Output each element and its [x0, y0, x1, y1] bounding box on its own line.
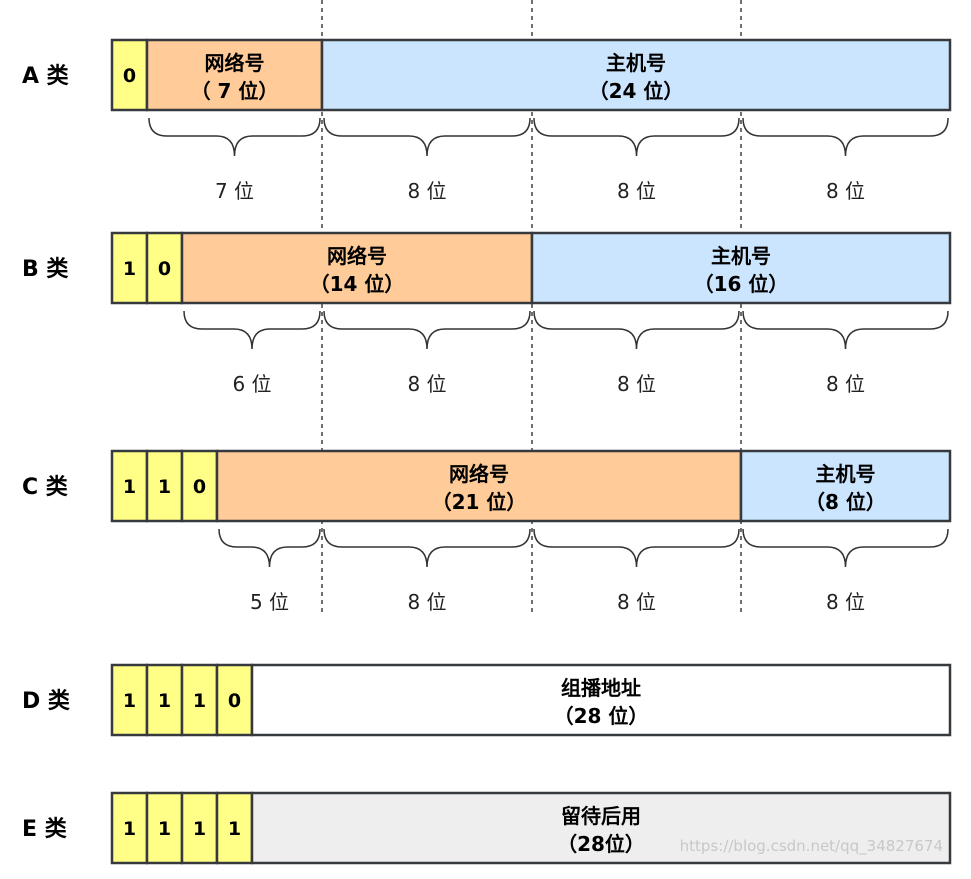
- network-field: [180, 231, 534, 305]
- byte-brace: [218, 528, 321, 568]
- prefix-bit-box: [180, 791, 219, 865]
- prefix-bit-box: [215, 663, 254, 737]
- prefix-bit-box: [145, 663, 184, 737]
- byte-brace: [742, 310, 949, 350]
- host-field: [320, 38, 952, 112]
- byte-width-label: 8 位: [826, 372, 865, 396]
- byte-dividers: [321, 0, 742, 612]
- byte-width-label: 5 位: [250, 590, 289, 614]
- byte-brace: [323, 528, 531, 568]
- watermark: https://blog.csdn.net/qq_34827674: [680, 837, 943, 856]
- prefix-bit-box: [145, 791, 184, 865]
- class-label: C 类: [22, 475, 69, 500]
- prefix-bit-value: 1: [158, 476, 171, 498]
- prefix-bit-value: 0: [228, 690, 241, 712]
- byte-width-label: 8 位: [407, 179, 446, 203]
- class-row-a: A 类 0 网络号 （ 7 位） 主机号 （24 位） 7 位 8 位 8 位 8 位: [22, 38, 952, 203]
- host-field: [530, 231, 952, 305]
- prefix-bit-box: [110, 791, 149, 865]
- byte-width-label: 8 位: [617, 590, 656, 614]
- prefix-bit-value: 1: [158, 690, 171, 712]
- byte-width-label: 8 位: [617, 372, 656, 396]
- host-field-title: 主机号: [816, 462, 876, 486]
- byte-width-label: 8 位: [826, 179, 865, 203]
- host-field-title: 主机号: [606, 51, 666, 75]
- prefix-bit-value: 1: [193, 690, 206, 712]
- class-label: E 类: [22, 817, 68, 842]
- network-field-bits: （14 位）: [310, 272, 405, 296]
- byte-brace: [148, 117, 321, 157]
- byte-brace: [323, 117, 531, 157]
- prefix-bit-value: 1: [123, 258, 136, 280]
- prefix-bit-value: 0: [158, 258, 171, 280]
- byte-brace: [742, 528, 949, 568]
- host-field: [739, 449, 952, 523]
- network-field-bits: （21 位）: [432, 490, 527, 514]
- reserved-field-bits: （28位）: [557, 832, 645, 856]
- byte-width-label: 8 位: [826, 590, 865, 614]
- byte-brace: [183, 310, 321, 350]
- byte-width-label: 8 位: [617, 179, 656, 203]
- prefix-bit-box: [180, 663, 219, 737]
- network-field-title: 网络号: [449, 462, 509, 486]
- network-field: [215, 449, 743, 523]
- prefix-bit-value: 1: [123, 476, 136, 498]
- network-field-title: 网络号: [205, 51, 265, 75]
- class-label: D 类: [22, 689, 71, 714]
- multicast-field: [250, 663, 952, 737]
- prefix-bit-value: 1: [123, 818, 136, 840]
- byte-width-label: 7 位: [215, 179, 254, 203]
- byte-width-label: 8 位: [407, 590, 446, 614]
- byte-width-label: 8 位: [407, 372, 446, 396]
- byte-brace: [742, 117, 949, 157]
- reserved-field-title: 留待后用: [561, 804, 641, 828]
- network-field-bits: （ 7 位）: [191, 79, 279, 103]
- byte-brace: [533, 528, 740, 568]
- prefix-bit-value: 1: [158, 818, 171, 840]
- class-label: B 类: [22, 257, 69, 282]
- class-label: A 类: [22, 64, 70, 89]
- network-field-title: 网络号: [327, 244, 387, 268]
- prefix-bit-value: 1: [228, 818, 241, 840]
- host-field-title: 主机号: [711, 244, 771, 268]
- host-field-bits: （16 位）: [694, 272, 789, 296]
- multicast-field-bits: （28 位）: [554, 704, 649, 728]
- host-field-bits: （8 位）: [805, 490, 886, 514]
- byte-width-label: 6 位: [232, 372, 271, 396]
- multicast-field-title: 组播地址: [561, 676, 641, 700]
- prefix-bit-value: 0: [123, 65, 136, 87]
- prefix-bit-value: 1: [123, 690, 136, 712]
- prefix-bit-value: 0: [193, 476, 206, 498]
- byte-brace: [533, 310, 740, 350]
- host-field-bits: （24 位）: [589, 79, 684, 103]
- network-field: [145, 38, 324, 112]
- prefix-bit-value: 1: [193, 818, 206, 840]
- byte-brace: [533, 117, 740, 157]
- reserved-field: [250, 791, 952, 865]
- byte-brace: [323, 310, 531, 350]
